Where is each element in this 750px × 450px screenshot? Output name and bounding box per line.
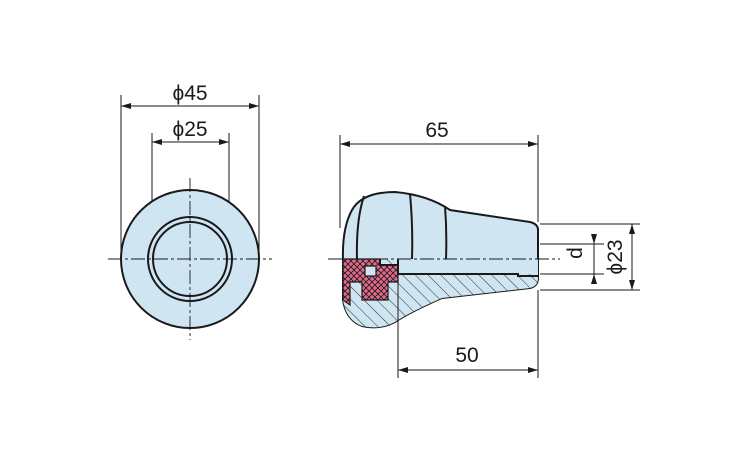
bore-label: d bbox=[564, 247, 587, 259]
front-view: ϕ45 ϕ25 bbox=[108, 82, 272, 340]
insert-length-label: 50 bbox=[455, 344, 478, 367]
inner-diameter-label: ϕ25 bbox=[172, 118, 207, 141]
section-view bbox=[342, 258, 538, 328]
outer-diameter-label: ϕ45 bbox=[172, 82, 207, 105]
end-diameter-dimension: ϕ23 bbox=[540, 223, 640, 291]
end-diameter-label: ϕ23 bbox=[604, 239, 627, 274]
overall-length-label: 65 bbox=[425, 119, 448, 142]
bore-dimension: d bbox=[540, 234, 604, 284]
grip-lines bbox=[355, 193, 448, 260]
side-view: 65 50 bbox=[328, 119, 640, 378]
outer-diameter-dimension: ϕ45 bbox=[120, 82, 260, 258]
overall-length-dimension: 65 bbox=[339, 119, 539, 228]
insert-length-dimension: 50 bbox=[397, 276, 539, 378]
